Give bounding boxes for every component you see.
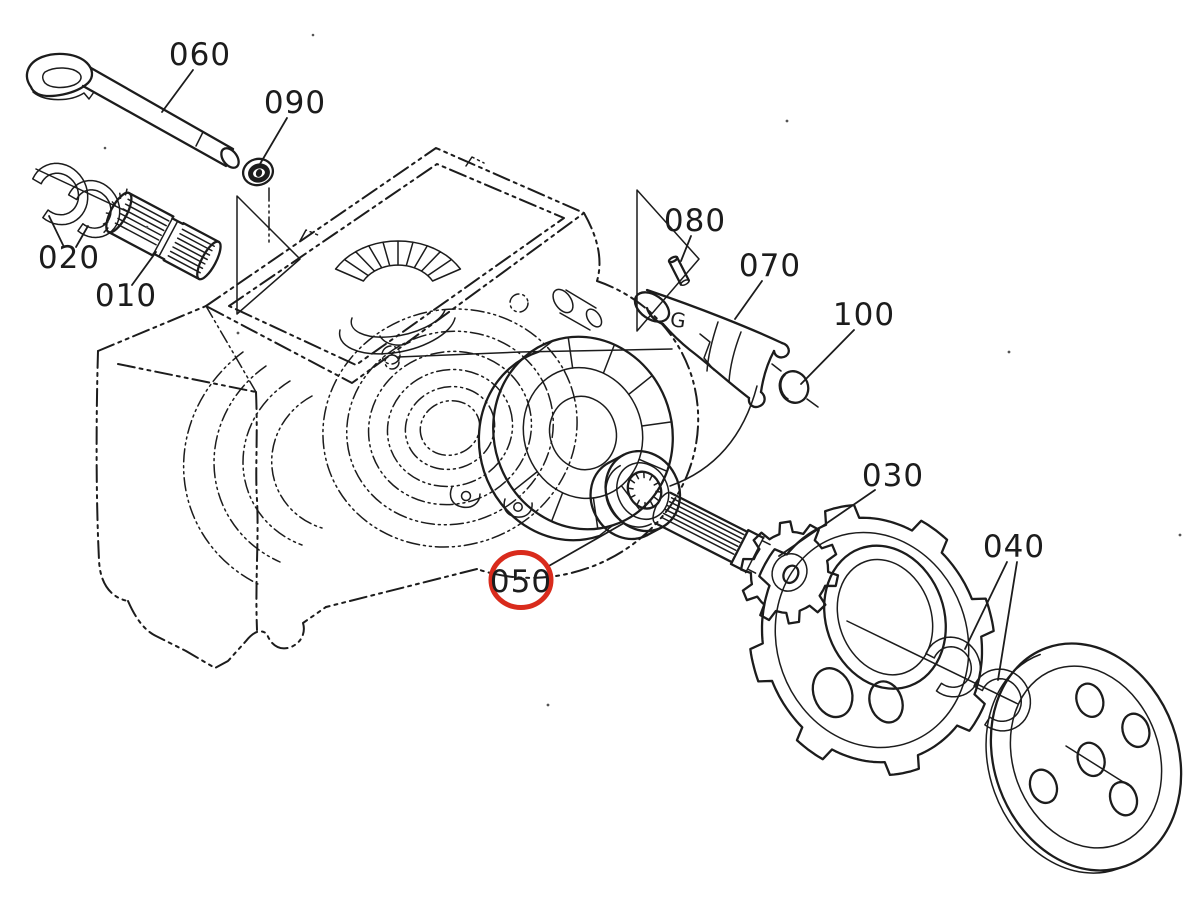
section-arrow-right [636,189,700,332]
part-label-090: 090 [264,85,326,121]
splined-shaft [652,491,840,625]
part-label-030: 030 [862,458,924,494]
pressure-disc [985,642,1183,874]
fork-sweep-line [669,385,758,487]
part-label-040: 040 [983,529,1045,565]
scan-specks [103,33,1182,707]
bell-housing-rings [322,308,578,548]
shaft-end-gear [739,520,840,625]
fork-shaft-line [397,348,673,358]
snap-rings-020 [31,162,129,239]
bevel-gear [334,240,462,355]
clutch-release-hub [449,335,674,542]
part-label-080: 080 [664,203,726,239]
fork-cast-marking: G [669,307,688,333]
part-label-050: 050 [490,564,552,600]
bevel-pinion [552,288,603,331]
pin-080 [667,255,691,287]
seal-collar-090 [241,157,275,247]
part-label-060: 060 [169,37,231,73]
splined-coupling-010 [102,188,222,281]
highlight-circle-050 [488,550,554,610]
part-label-010: 010 [95,278,157,314]
section-arrow-left [236,195,301,315]
plug-cap-100 [771,363,819,408]
part-label-070: 070 [739,248,801,284]
part-label-100: 100 [833,297,895,333]
part-label-020: 020 [38,240,100,276]
clutch-plate-030 [749,503,1019,777]
dipstick-rod-060 [25,52,240,169]
leader-lines [48,69,1018,681]
release-fork-070: G [633,288,790,487]
part-labels: 060 090 020 010 080 070 100 030 040 050 [38,37,1045,610]
transmission-housing [95,147,700,669]
